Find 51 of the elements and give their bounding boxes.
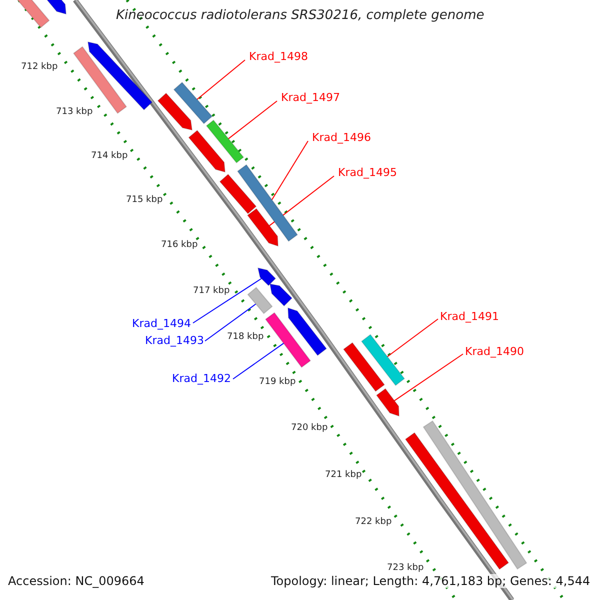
- leader-line: [204, 304, 256, 342]
- gene-feature: [72, 46, 128, 114]
- tick-label: 717 kbp: [193, 286, 230, 297]
- gene-label: Krad_1494: [132, 317, 191, 330]
- gene-feature: [360, 334, 406, 386]
- tick-label: 713 kbp: [56, 107, 93, 118]
- gene-feature: [264, 312, 312, 368]
- gene-feature: [287, 307, 328, 356]
- tick-label: 715 kbp: [126, 195, 163, 206]
- gene-label: Krad_1495: [338, 166, 397, 179]
- tick-label: 723 kbp: [387, 563, 424, 574]
- tick-label: 720 kbp: [291, 423, 328, 434]
- accession-text: Accession: NC_009664: [8, 574, 144, 588]
- gene-feature: [376, 388, 400, 417]
- gene-feature: [342, 342, 386, 392]
- tick-label: 716 kbp: [161, 240, 198, 251]
- genome-stats-text: Topology: linear; Length: 4,761,183 bp; Genes: 4,544: [271, 574, 590, 588]
- tick-label: 721 kbp: [325, 470, 362, 481]
- gene-feature: [247, 286, 273, 314]
- gene-feature: [422, 420, 528, 570]
- gene-feature: [257, 267, 276, 286]
- gene-feature: [219, 174, 257, 214]
- leader-line: [228, 100, 278, 140]
- gene-feature: [404, 432, 510, 570]
- gene-feature: [173, 82, 213, 124]
- gene-feature: [206, 120, 244, 164]
- tick-label: 712 kbp: [21, 62, 58, 73]
- tick-label: 722 kbp: [355, 517, 392, 528]
- tick-label: 714 kbp: [91, 151, 128, 162]
- gene-feature: [236, 164, 298, 242]
- gene-label: Krad_1493: [145, 334, 204, 347]
- leader-line: [232, 342, 284, 380]
- gene-label: Krad_1491: [440, 310, 499, 323]
- gene-label: Krad_1497: [281, 91, 340, 104]
- gene-label: Krad_1498: [249, 50, 308, 63]
- gene-feature: [269, 283, 293, 307]
- gene-feature: [188, 130, 226, 173]
- leader-line: [268, 176, 334, 226]
- gene-label: Krad_1490: [465, 345, 524, 358]
- tick-label: 718 kbp: [227, 332, 264, 343]
- gene-label: Krad_1492: [172, 372, 231, 385]
- leader-line: [196, 60, 246, 100]
- map-title: Kineococcus radiotolerans SRS30216, complete genome: [116, 8, 484, 23]
- leader-line: [386, 318, 438, 358]
- tick-label: 719 kbp: [259, 377, 296, 388]
- leader-line: [394, 354, 464, 402]
- gene-feature: [157, 92, 193, 131]
- gene-feature: [246, 208, 279, 247]
- leader-line: [192, 278, 262, 324]
- leader-line: [271, 140, 308, 200]
- gene-label: Krad_1496: [312, 131, 371, 144]
